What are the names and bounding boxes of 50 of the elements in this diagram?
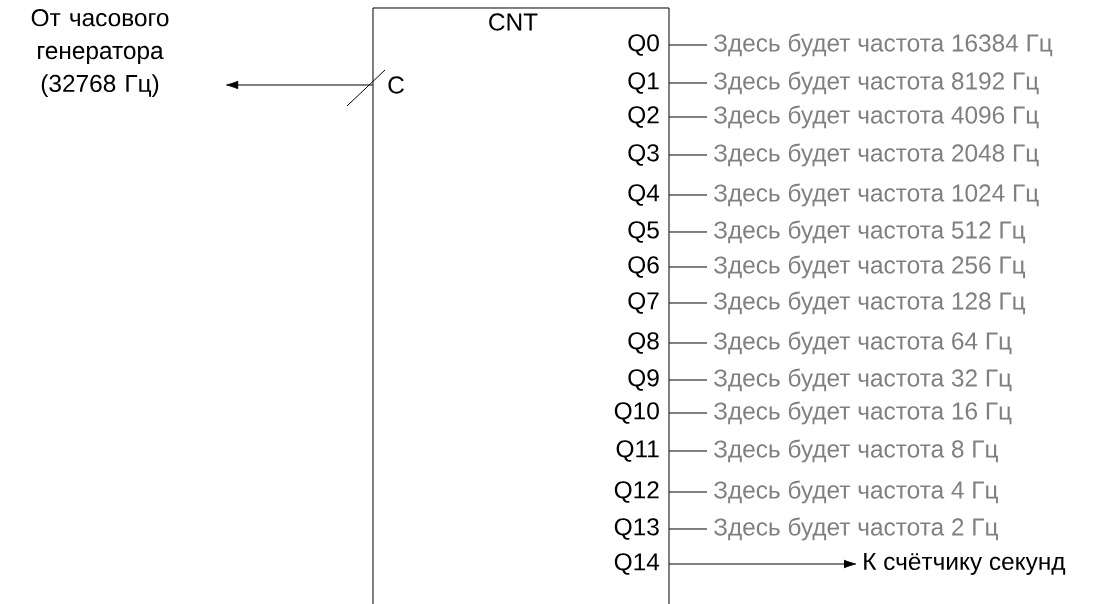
- connector-line: [668, 528, 708, 530]
- pin-label: Q6: [628, 256, 659, 278]
- connector-line: [668, 266, 708, 268]
- frequency-label: Здесь будет частота 2048 Гц: [714, 143, 1039, 167]
- frequency-label: Здесь будет частота 64 Гц: [714, 331, 1012, 355]
- pin-label: Q13: [614, 518, 659, 540]
- connector-line: [668, 491, 708, 493]
- frequency-label: Здесь будет частота 8 Гц: [714, 439, 998, 463]
- frequency-label: Здесь будет частота 512 Гц: [714, 220, 1026, 244]
- pin-label: C: [388, 76, 404, 94]
- connector-line: [668, 82, 708, 84]
- pin-label: Q8: [628, 332, 659, 354]
- connector-line: [668, 412, 708, 414]
- pin-label: Q9: [628, 369, 659, 391]
- pin-label: Q10: [614, 402, 659, 424]
- connector-line: [668, 231, 708, 233]
- pin-label: Q1: [628, 72, 659, 94]
- pin-label: Q5: [628, 221, 659, 243]
- pin-label: Q0: [628, 34, 659, 56]
- frequency-label: Здесь будет частота 16 Гц: [714, 401, 1012, 425]
- frequency-label: Здесь будет частота 32 Гц: [714, 368, 1012, 392]
- connector-line: [668, 44, 708, 46]
- connector-line: [668, 154, 708, 156]
- frequency-label: Здесь будет частота 16384 Гц: [714, 33, 1053, 57]
- pin-label: Q7: [628, 292, 659, 314]
- frequency-label: Здесь будет частота 4096 Гц: [714, 105, 1039, 129]
- frequency-label: Здесь будет частота 2 Гц: [714, 517, 998, 541]
- connector-line: [668, 116, 708, 118]
- counter-box: [372, 7, 670, 604]
- output-label: К счётчику секунд: [864, 553, 1066, 575]
- connector-line: [668, 450, 708, 452]
- pin-label: Q4: [628, 184, 660, 206]
- connector-line: [668, 194, 708, 196]
- connector-line: [668, 302, 708, 304]
- source-label: От часового генератора (32768 Гц): [31, 9, 169, 97]
- pin-label: Q14: [614, 553, 660, 575]
- connector-line: [668, 342, 708, 344]
- pin-label: Q11: [616, 440, 659, 462]
- arrow: [226, 80, 374, 90]
- pin-label: Q3: [628, 144, 659, 166]
- block-title: CNT: [489, 13, 538, 31]
- frequency-label: Здесь будет частота 4 Гц: [714, 480, 998, 504]
- frequency-label: Здесь будет частота 8192 Гц: [714, 71, 1039, 95]
- frequency-label: Здесь будет частота 256 Гц: [714, 255, 1026, 279]
- frequency-label: Здесь будет частота 1024 Гц: [714, 183, 1039, 207]
- pin-label: Q2: [628, 106, 659, 128]
- frequency-label: Здесь будет частота 128 Гц: [714, 291, 1026, 315]
- connector-line: [668, 379, 708, 381]
- arrow: [668, 559, 857, 569]
- pin-label: Q12: [614, 481, 659, 503]
